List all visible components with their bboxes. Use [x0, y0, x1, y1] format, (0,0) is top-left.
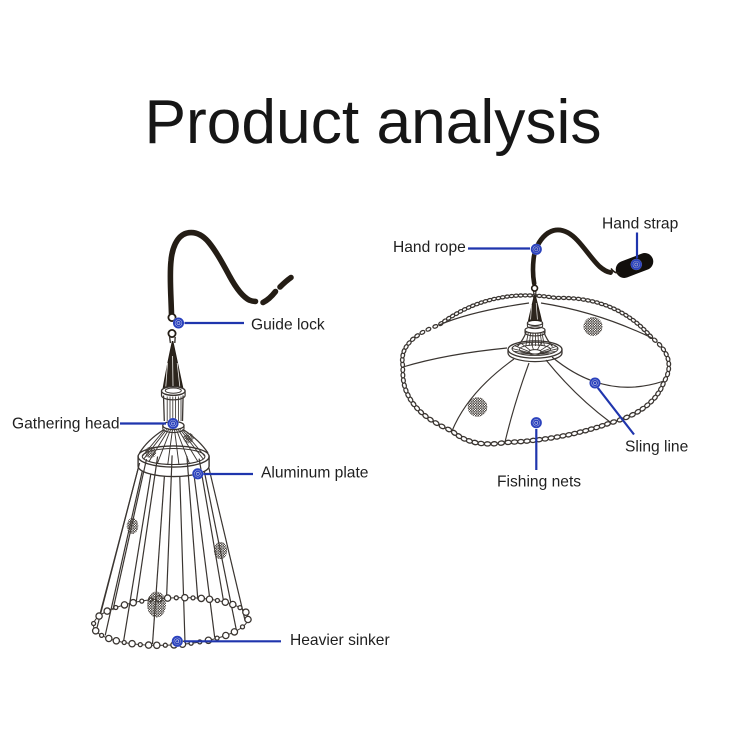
svg-text:Gathering head: Gathering head	[12, 416, 120, 433]
svg-text:Heavier sinker: Heavier sinker	[290, 632, 390, 649]
svg-text:Sling line: Sling line	[625, 439, 688, 456]
svg-text:Fishing nets: Fishing nets	[497, 474, 581, 491]
svg-text:Aluminum plate: Aluminum plate	[261, 465, 368, 482]
svg-text:Guide lock: Guide lock	[251, 317, 325, 334]
svg-text:Product analysis: Product analysis	[144, 88, 601, 157]
svg-text:Hand rope: Hand rope	[393, 239, 466, 256]
svg-text:Hand strap: Hand strap	[602, 216, 679, 233]
